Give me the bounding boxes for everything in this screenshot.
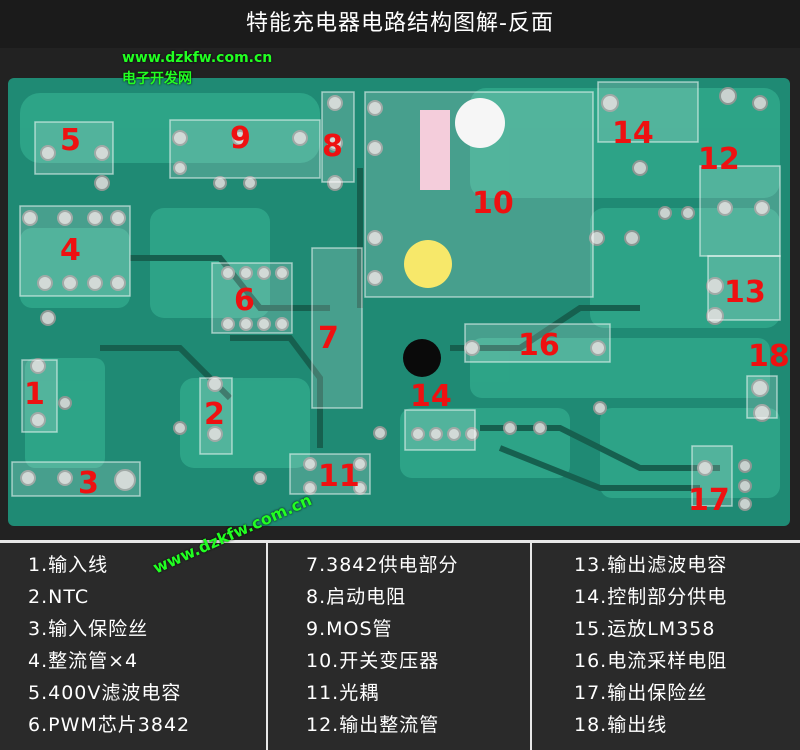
component-label-13: 13 — [724, 275, 766, 310]
component-label-1: 1 — [24, 377, 45, 412]
legend-item: 3.输入保险丝 — [28, 618, 149, 640]
component-label-11: 11 — [318, 459, 360, 494]
legend-column-1: 1.输入线 2.NTC 3.输入保险丝 4.整流管×4 5.400V滤波电容 6… — [0, 543, 264, 750]
component-label-16: 16 — [518, 328, 560, 363]
qc-sticker-yellow — [404, 240, 452, 288]
legend-column-3: 13.输出滤波电容 14.控制部分供电 15.运放LM358 16.电流采样电阻… — [534, 543, 800, 750]
mounting-hole — [403, 339, 441, 377]
legend-panel: 1.输入线 2.NTC 3.输入保险丝 4.整流管×4 5.400V滤波电容 6… — [0, 540, 800, 750]
component-label-14: 14 — [612, 116, 654, 151]
component-label-3: 3 — [78, 466, 99, 501]
component-label-5: 5 — [60, 123, 81, 158]
legend-item: 9.MOS管 — [306, 618, 393, 640]
component-highlight-boxes — [11, 81, 781, 507]
page-title: 特能充电器电路结构图解-反面 — [0, 0, 800, 48]
legend-item: 10.开关变压器 — [306, 650, 440, 672]
legend-item: 6.PWM芯片3842 — [28, 714, 191, 736]
component-label-17: 17 — [688, 483, 730, 518]
legend-item: 1.输入线 — [28, 554, 109, 576]
component-label-10: 10 — [472, 186, 514, 221]
legend-item: 2.NTC — [28, 586, 90, 608]
legend-item: 18.输出线 — [574, 714, 668, 736]
watermark-top: www.dzkfw.com.cn 电子开发网 — [122, 50, 272, 88]
barcode-sticker — [420, 110, 450, 190]
component-label-14: 14 — [410, 379, 452, 414]
legend-item: 17.输出保险丝 — [574, 682, 708, 704]
watermark-url: www.dzkfw.com.cn — [122, 50, 273, 66]
component-label-9: 9 — [230, 121, 251, 156]
legend-item: 14.控制部分供电 — [574, 586, 728, 608]
legend-column-2: 7.3842供电部分 8.启动电阻 9.MOS管 10.开关变压器 11.光耦 … — [266, 543, 532, 750]
legend-item: 4.整流管×4 — [28, 650, 139, 672]
legend-item: 11.光耦 — [306, 682, 380, 704]
component-label-18: 18 — [748, 339, 790, 374]
legend-item: 8.启动电阻 — [306, 586, 407, 608]
legend-item: 16.电流采样电阻 — [574, 650, 728, 672]
legend-item: 7.3842供电部分 — [306, 554, 459, 576]
watermark-site-name: 电子开发网 — [122, 71, 192, 87]
qc-sticker-white — [455, 98, 505, 148]
component-label-6: 6 — [234, 283, 255, 318]
legend-item: 15.运放LM358 — [574, 618, 716, 640]
component-label-2: 2 — [204, 397, 225, 432]
component-label-12: 12 — [698, 142, 740, 177]
legend-item: 13.输出滤波电容 — [574, 554, 728, 576]
component-label-4: 4 — [60, 233, 81, 268]
legend-item: 5.400V滤波电容 — [28, 682, 182, 704]
component-label-8: 8 — [322, 129, 343, 164]
legend-item: 12.输出整流管 — [306, 714, 440, 736]
component-label-7: 7 — [318, 321, 339, 356]
